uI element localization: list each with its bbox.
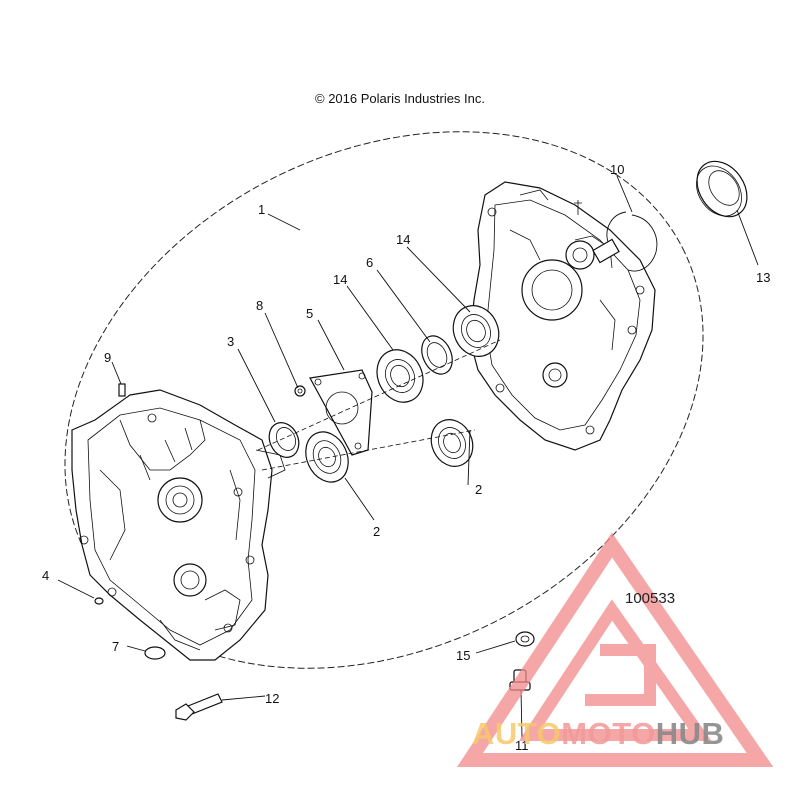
leader-lines: [57, 175, 759, 739]
bushing-3: [268, 422, 300, 458]
callout-7: 7: [112, 639, 119, 654]
snap-ring-10: [606, 211, 658, 272]
left-crankcase-half: [71, 389, 286, 661]
callout-6: 6: [366, 255, 373, 270]
diagram-id: 100533: [625, 590, 675, 607]
callout-11: 11: [515, 738, 529, 753]
callout-2-left: 2: [373, 524, 380, 539]
callout-10: 10: [610, 162, 624, 177]
washer-15: [515, 631, 535, 647]
callout-2-right: 2: [475, 482, 482, 497]
watermark-brand: AUTOMOTOHUB: [472, 716, 724, 752]
callout-15: 15: [456, 648, 470, 663]
watermark-hub: HUB: [655, 716, 725, 751]
assembly-axis-line: [257, 339, 501, 471]
bearing-2-right: [430, 419, 474, 467]
callout-12: 12: [265, 691, 279, 706]
callout-4: 4: [42, 568, 49, 583]
watermark-auto: AUTO: [472, 716, 562, 751]
callout-14-upper: 14: [396, 232, 410, 247]
dowel-4: [94, 597, 104, 605]
callout-5: 5: [306, 306, 313, 321]
callout-3: 3: [227, 334, 234, 349]
callout-1: 1: [258, 202, 265, 217]
watermark-logo: [456, 532, 774, 767]
bearing-14-lower: [376, 349, 424, 403]
bushing-6: [421, 335, 453, 375]
callout-8: 8: [256, 298, 263, 313]
copyright-notice: © 2016 Polaris Industries Inc.: [315, 91, 485, 106]
callout-9: 9: [104, 350, 111, 365]
right-crankcase-half: [469, 181, 656, 451]
dowel-9: [118, 383, 126, 397]
callout-13: 13: [756, 270, 770, 285]
nut-8: [294, 385, 306, 397]
callout-14-lower: 14: [333, 272, 347, 287]
bolt-12: [175, 693, 223, 721]
watermark-moto: MOTO: [561, 716, 656, 751]
plug-7: [144, 646, 166, 660]
oil-seal-13: [696, 160, 748, 218]
bearing-2-left: [305, 431, 349, 483]
